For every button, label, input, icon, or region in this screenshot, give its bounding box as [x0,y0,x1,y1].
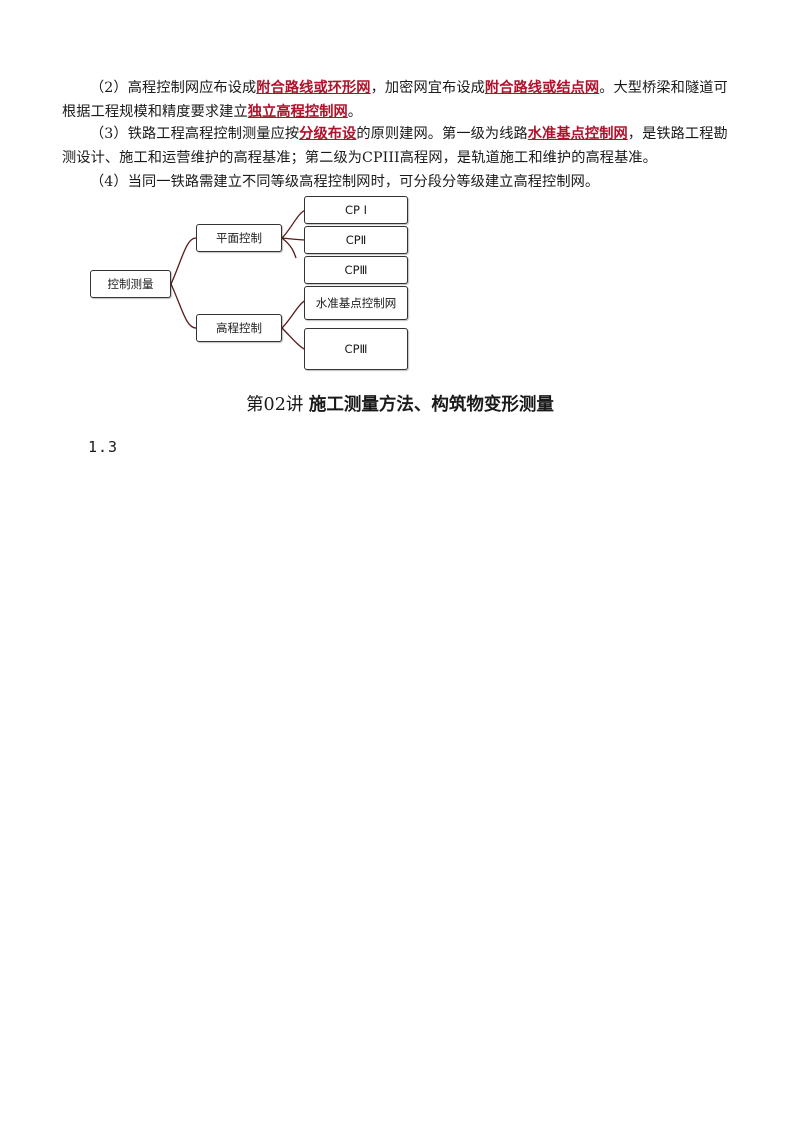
connector-plane-cp3 [281,237,297,259]
highlight-term: 分级布设 [299,126,357,142]
text-run: 。 [347,104,363,120]
text-run: 的原则建网。第一级为线路 [356,126,528,142]
node-control-survey: 控制测量 [90,270,171,298]
section-number: 1.3 [88,438,119,456]
lecture-heading: 第02讲 施工测量方法、构筑物变形测量 [0,392,800,418]
node-cp1: CP I [304,196,408,224]
text-run: （2）高程控制网应布设成 [90,80,257,96]
connector-plane-cp2 [281,237,307,241]
node-cp2: CPⅡ [304,226,408,254]
text-run: （3）铁路工程高程控制测量应按 [90,126,300,142]
node-benchmark-network: 水准基点控制网 [304,286,408,320]
highlight-term: 水准基点控制网 [527,126,628,142]
text-run: （4）当同一铁路需建立不同等级高程控制网时，可分段分等级建立高程控制网。 [90,174,600,190]
paragraph-segmented-network: （4）当同一铁路需建立不同等级高程控制网时，可分段分等级建立高程控制网。 [62,170,742,194]
highlight-term: 独立高程控制网 [247,104,348,120]
paragraph-graded-layout: （3）铁路工程高程控制测量应按分级布设的原则建网。第一级为线路水准基点控制网，是… [62,122,742,170]
text-run: ，是铁路工程勘测设计、施工和运营维护的高程基准；第二级为CPIII高程网，是轨道… [62,126,728,166]
lecture-number: 第02讲 [246,395,304,415]
highlight-term: 附合路线或环形网 [256,80,371,96]
text-run: ，加密网宜布设成 [370,80,485,96]
control-survey-tree-diagram: 控制测量 平面控制 高程控制 CP I CPⅡ CPⅢ 水准基点控制网 CPⅢ [0,190,800,380]
paragraph-elevation-network-layout: （2）高程控制网应布设成附合路线或环形网，加密网宜布设成附合路线或结点网。大型桥… [62,76,742,124]
lecture-title: 施工测量方法、构筑物变形测量 [308,395,554,415]
connector-elevation-cp3 [281,327,307,351]
connector-root-elevation [170,283,197,329]
text-run: 。大型桥梁和隧道可根据工程规模和精度要求建立 [62,80,728,120]
connector-root-plane [170,237,197,285]
connector-elevation-benchmark [281,299,307,329]
node-cp3-elevation: CPⅢ [304,328,408,370]
connector-plane-cp1 [281,209,307,239]
node-elevation-control: 高程控制 [196,314,282,342]
node-plane-control: 平面控制 [196,224,282,252]
node-cp3-plane: CPⅢ [304,256,408,284]
highlight-term: 附合路线或结点网 [484,80,600,96]
